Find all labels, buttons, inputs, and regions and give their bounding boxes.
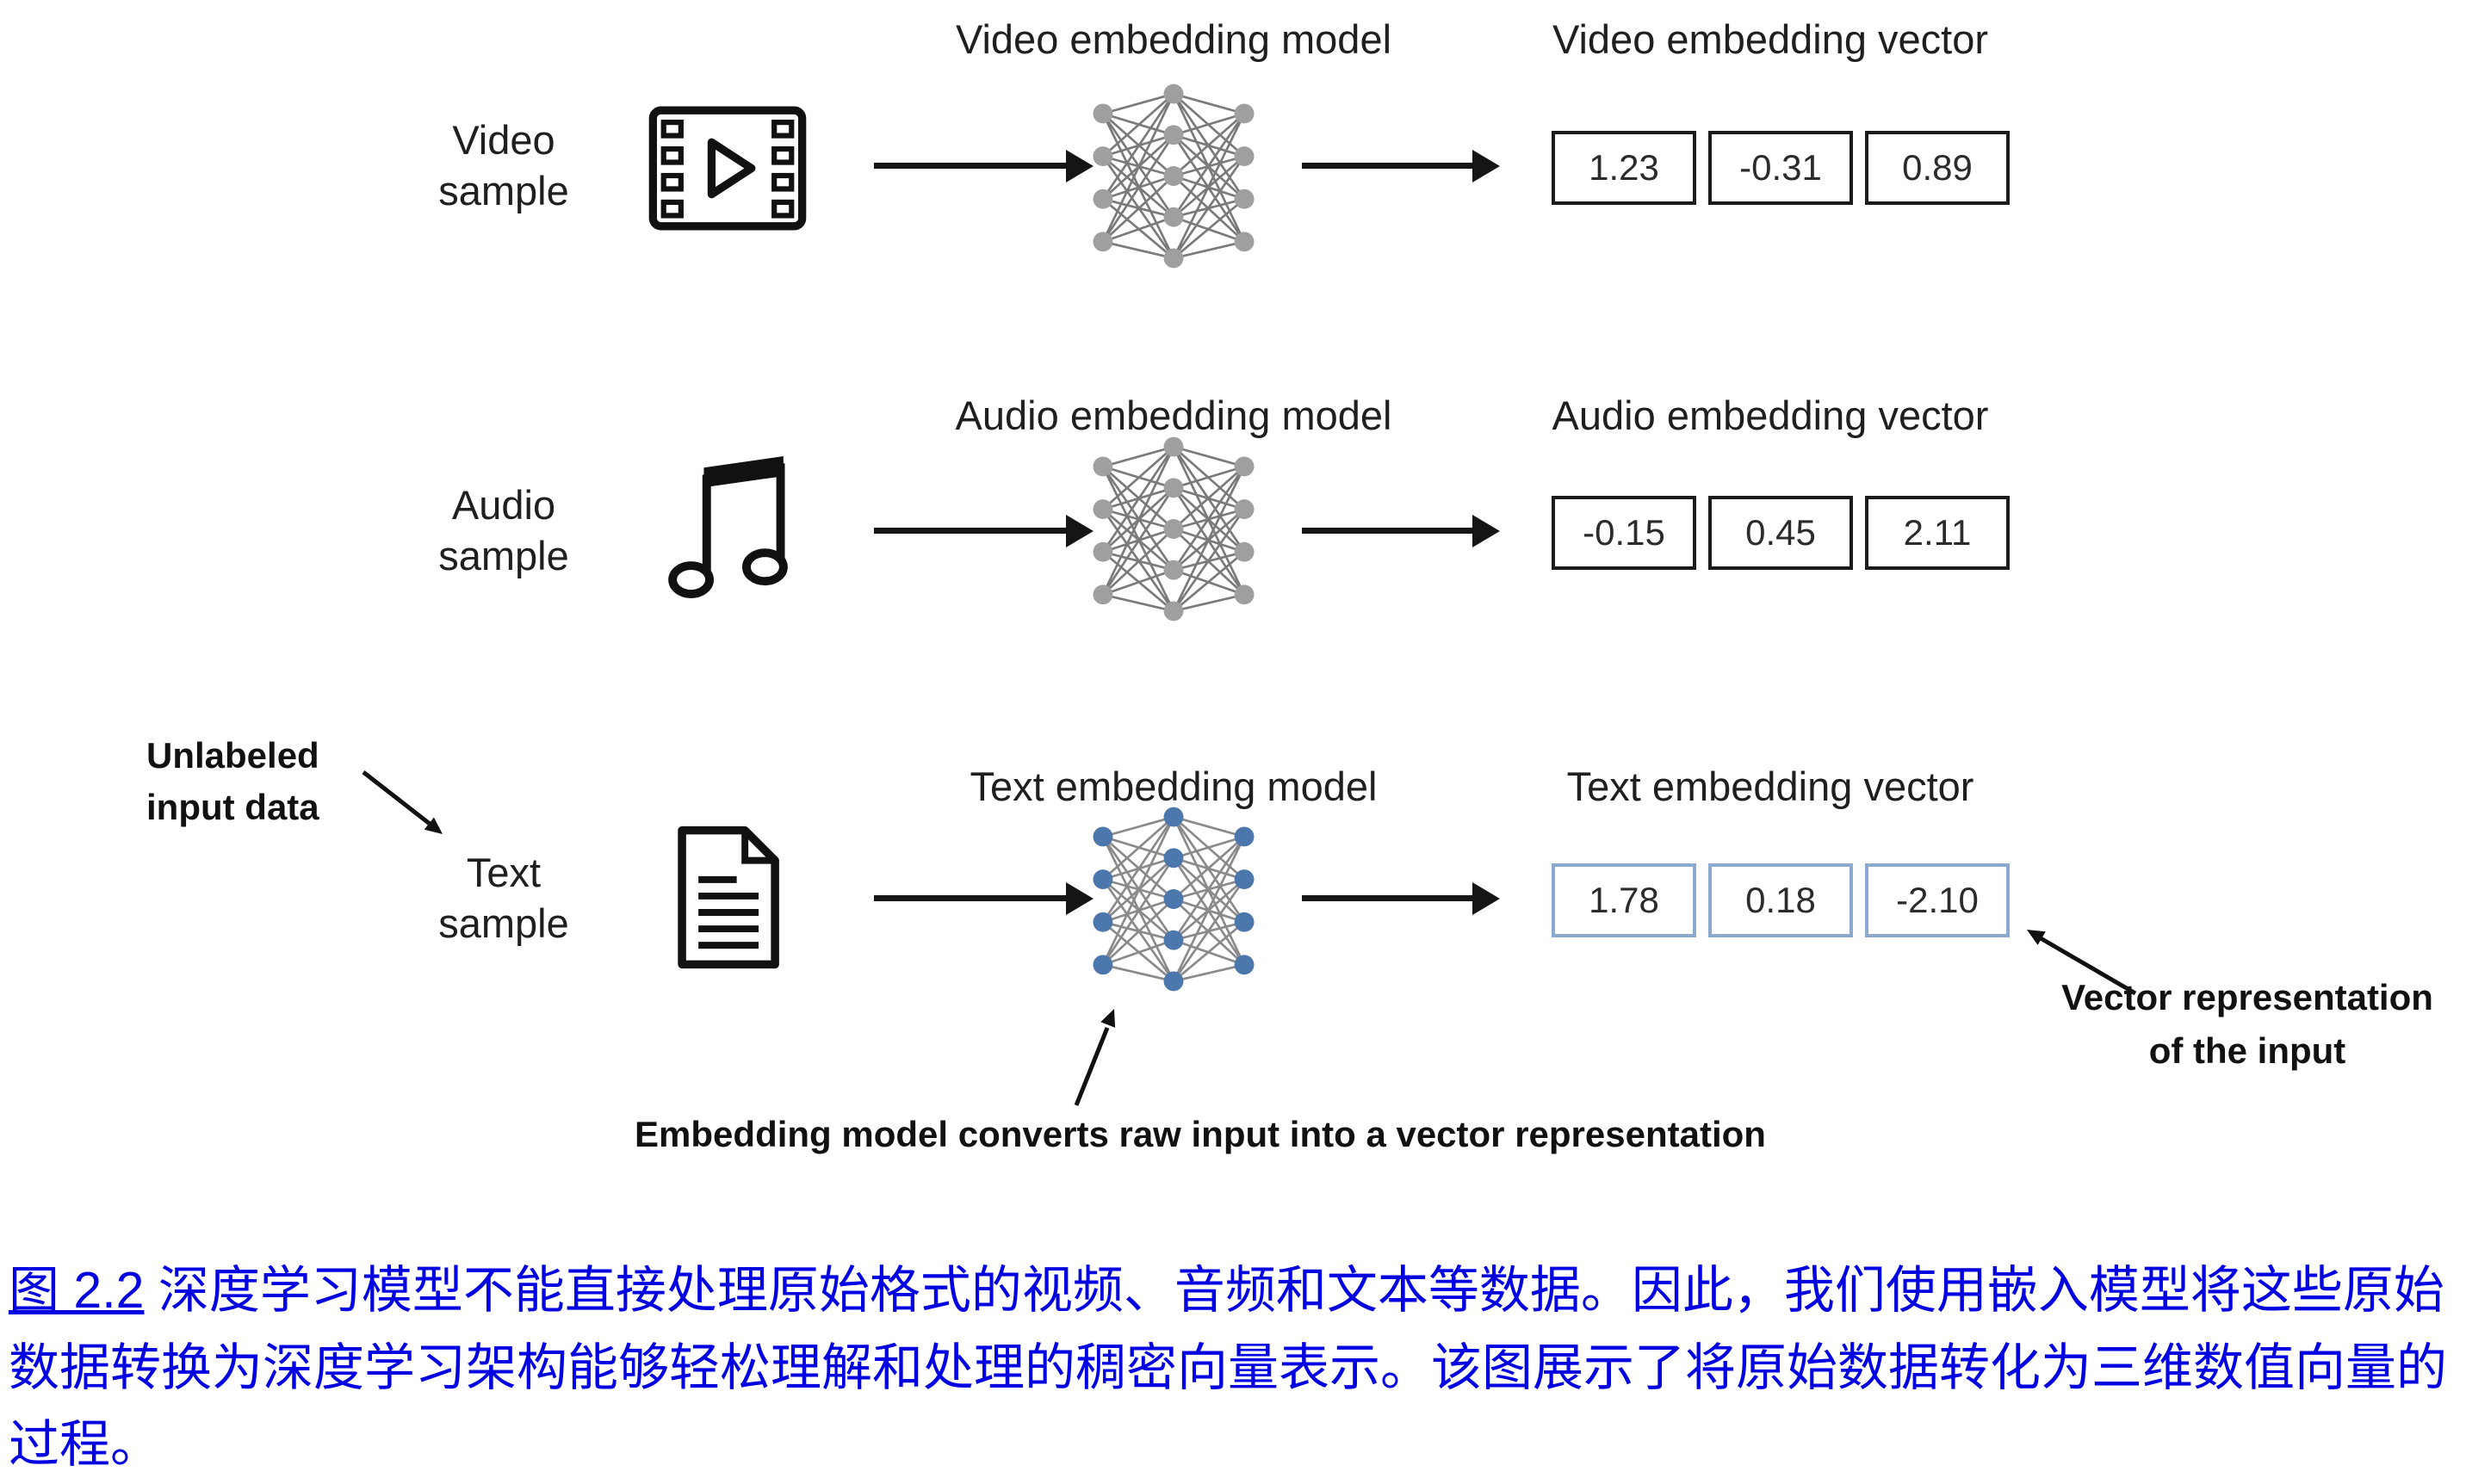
figure-label: 图 2.2	[9, 1262, 145, 1319]
video-model-title: Video embedding model	[955, 16, 1392, 62]
audio-embedding-model-network	[1083, 430, 1264, 628]
vector-representation-note: Vector representation of the input	[2058, 971, 2437, 1078]
audio-sample-line1: Audio	[451, 482, 556, 528]
text-embedding-vector: 1.78 0.18 -2.10	[1552, 863, 2010, 937]
vector-cell: 0.89	[1865, 131, 2010, 205]
embedding-model-note: Embedding model converts raw input into …	[635, 1114, 1766, 1154]
vector-cell: 2.11	[1865, 496, 2010, 570]
vector-cell: 0.45	[1708, 496, 1853, 570]
video-sample-line2: sample	[438, 168, 569, 213]
video-embedding-model-network	[1083, 77, 1264, 275]
vector-cell: -0.15	[1552, 496, 1696, 570]
vector-cell: -0.31	[1708, 131, 1853, 205]
vector-cell: -2.10	[1865, 863, 2010, 937]
music-note-icon	[668, 456, 788, 598]
vector-cell: 1.78	[1552, 863, 1696, 937]
vector-cell: 1.23	[1552, 131, 1696, 205]
text-embedding-model-network	[1083, 801, 1264, 998]
audio-vector-title: Audio embedding vector	[1552, 393, 1989, 438]
vector-note-line1: Vector representation	[2061, 977, 2433, 1017]
flow-arrow-video-to-vector	[1302, 163, 1474, 169]
text-vector-title: Text embedding vector	[1566, 764, 1974, 809]
flow-arrow-text-to-model	[874, 895, 1068, 901]
vector-note-arrow	[2027, 930, 2137, 996]
unlabeled-input-note: Unlabeled input data	[146, 730, 319, 833]
flow-arrow-text-to-vector	[1302, 895, 1474, 901]
unlabeled-note-line1: Unlabeled	[146, 735, 319, 776]
flow-arrow-video-to-model	[874, 163, 1068, 169]
document-icon	[678, 825, 779, 969]
text-sample-label: Text sample	[375, 847, 633, 949]
audio-embedding-vector: -0.15 0.45 2.11	[1552, 496, 2010, 570]
unlabeled-note-line2: input data	[146, 787, 319, 827]
audio-sample-line2: sample	[438, 533, 569, 578]
text-model-title: Text embedding model	[970, 764, 1378, 809]
vector-note-line2: of the input	[2148, 1030, 2346, 1071]
flow-arrow-audio-to-model	[874, 528, 1068, 534]
text-sample-line1: Text	[466, 850, 542, 895]
film-icon	[648, 106, 807, 231]
audio-sample-label: Audio sample	[375, 479, 633, 581]
video-vector-title: Video embedding vector	[1552, 16, 1989, 62]
flow-arrow-audio-to-vector	[1302, 528, 1474, 534]
embedding-note-arrow	[1074, 1009, 1116, 1106]
caption-text: 深度学习模型不能直接处理原始格式的视频、音频和文本等数据。因此，我们使用嵌入模型…	[9, 1262, 2448, 1474]
video-embedding-vector: 1.23 -0.31 0.89	[1552, 131, 2010, 205]
video-sample-label: Video sample	[375, 114, 633, 216]
unlabeled-note-arrow	[362, 770, 443, 834]
video-sample-line1: Video	[452, 117, 555, 163]
figure-caption: 图 2.2 深度学习模型不能直接处理原始格式的视频、音频和文本等数据。因此，我们…	[9, 1252, 2457, 1484]
vector-cell: 0.18	[1708, 863, 1853, 937]
audio-model-title: Audio embedding model	[955, 393, 1392, 438]
text-sample-line2: sample	[438, 900, 569, 946]
